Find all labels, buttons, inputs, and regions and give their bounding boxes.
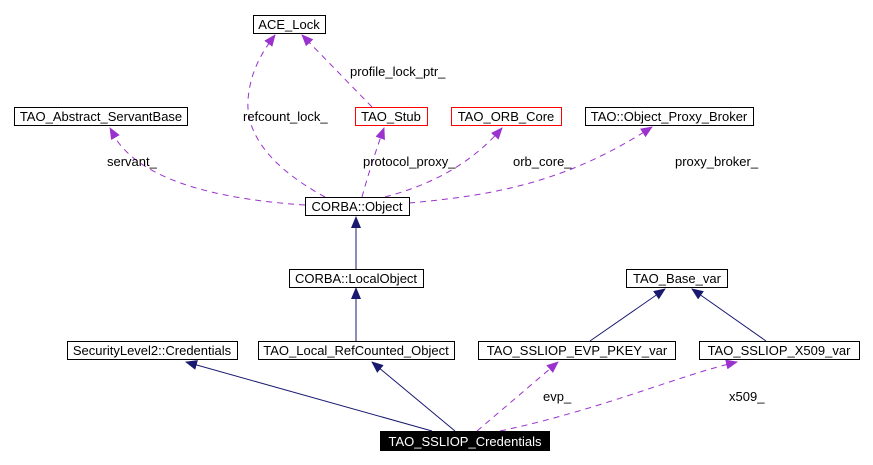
node-orb-core[interactable]: TAO_ORB_Core <box>451 107 562 126</box>
node-sl2-credentials[interactable]: SecurityLevel2::Credentials <box>67 341 238 360</box>
label-proxy-broker: proxy_broker_ <box>675 154 759 169</box>
svg-text:TAO_Abstract_ServantBase: TAO_Abstract_ServantBase <box>20 109 182 124</box>
svg-text:TAO_SSLIOP_Credentials: TAO_SSLIOP_Credentials <box>389 434 542 449</box>
label-evp: evp_ <box>543 389 572 404</box>
edge-x509 <box>499 359 738 432</box>
node-tao-stub[interactable]: TAO_Stub <box>355 107 428 126</box>
label-orb-core: orb_core_ <box>513 154 572 169</box>
edge-refcount-lock <box>247 34 326 198</box>
node-corba-object[interactable]: CORBA::Object <box>305 197 410 216</box>
label-protocol-proxy: protocol_proxy_ <box>363 154 456 169</box>
svg-text:TAO_SSLIOP_EVP_PKEY_var: TAO_SSLIOP_EVP_PKEY_var <box>487 343 668 358</box>
svg-text:TAO_SSLIOP_X509_var: TAO_SSLIOP_X509_var <box>708 343 852 358</box>
node-object-proxy-broker[interactable]: TAO::Object_Proxy_Broker <box>585 107 754 126</box>
svg-text:TAO::Object_Proxy_Broker: TAO::Object_Proxy_Broker <box>591 109 748 124</box>
node-local-refcounted-object[interactable]: TAO_Local_RefCounted_Object <box>258 341 455 360</box>
label-refcount-lock: refcount_lock_ <box>243 109 328 124</box>
label-profile-lock-ptr: profile_lock_ptr_ <box>350 64 446 79</box>
edge-credentials-refcounted <box>371 361 456 432</box>
edge-credentials-sl2 <box>185 360 433 432</box>
edge-proxy-broker <box>408 126 653 204</box>
node-x509-var[interactable]: TAO_SSLIOP_X509_var <box>699 341 860 360</box>
edge-evp-basevar <box>589 288 666 342</box>
svg-text:ACE_Lock: ACE_Lock <box>258 17 320 32</box>
node-abstract-servant-base[interactable]: TAO_Abstract_ServantBase <box>14 107 188 126</box>
node-evp-pkey-var[interactable]: TAO_SSLIOP_EVP_PKEY_var <box>478 341 676 360</box>
edge-evp <box>476 361 559 432</box>
label-servant: servant_ <box>107 154 158 169</box>
edge-orb-core <box>384 127 503 198</box>
svg-text:CORBA::Object: CORBA::Object <box>311 199 402 214</box>
edge-x509-basevar <box>691 288 767 342</box>
svg-text:SecurityLevel2::Credentials: SecurityLevel2::Credentials <box>73 343 232 358</box>
edge-servant <box>109 127 306 206</box>
svg-text:CORBA::LocalObject: CORBA::LocalObject <box>295 271 417 286</box>
label-x509: x509_ <box>729 389 765 404</box>
svg-text:TAO_ORB_Core: TAO_ORB_Core <box>458 109 555 124</box>
svg-text:TAO_Base_var: TAO_Base_var <box>633 271 722 286</box>
node-corba-local-object[interactable]: CORBA::LocalObject <box>289 269 424 288</box>
svg-text:TAO_Stub: TAO_Stub <box>361 109 421 124</box>
edge-profile-lock-ptr <box>301 34 373 108</box>
edge-protocol-proxy <box>361 127 385 198</box>
node-ace-lock[interactable]: ACE_Lock <box>253 15 326 34</box>
svg-text:TAO_Local_RefCounted_Object: TAO_Local_RefCounted_Object <box>263 343 449 358</box>
node-base-var[interactable]: TAO_Base_var <box>626 269 728 288</box>
node-sslio-credentials-selected: TAO_SSLIOP_Credentials <box>380 431 550 451</box>
